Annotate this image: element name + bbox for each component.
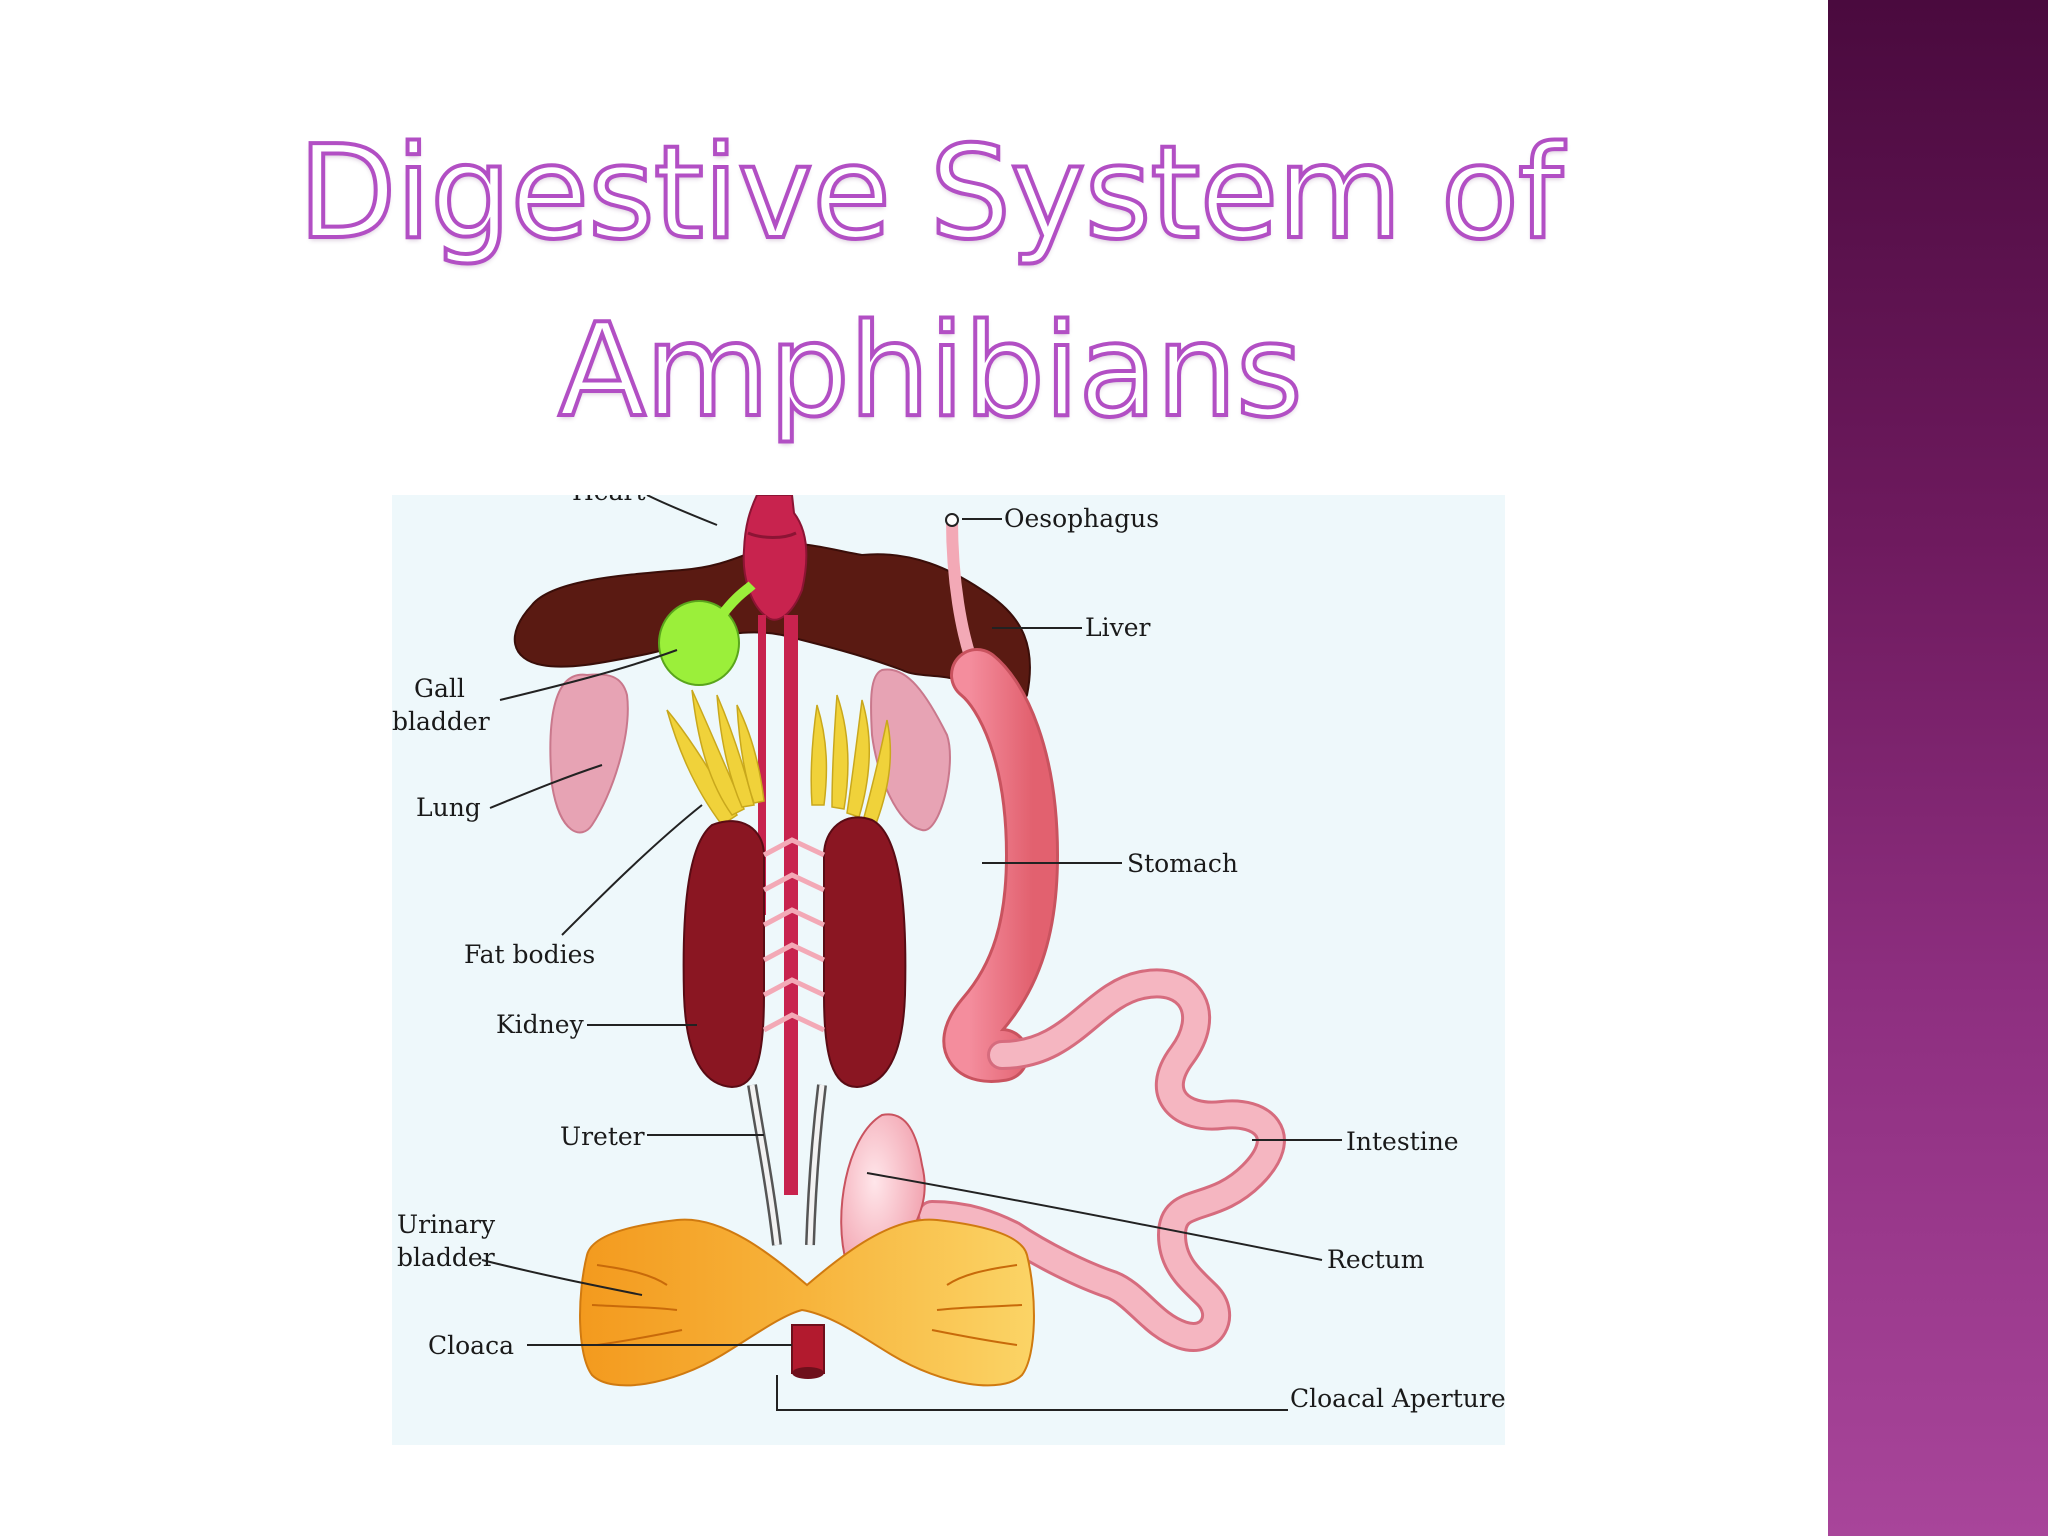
- label-fat-bodies: Fat bodies: [464, 940, 595, 969]
- urinary-bladder: [579, 1218, 1035, 1387]
- label-urinary-bladder-line1: Urinary: [397, 1210, 496, 1239]
- label-heart: Heart: [572, 495, 646, 506]
- label-lung: Lung: [416, 793, 481, 822]
- frog-anatomy-diagram: Heart Oesophagus Liver Gall bladder Lung…: [392, 495, 1505, 1445]
- label-stomach: Stomach: [1127, 849, 1238, 878]
- left-kidney: [682, 820, 765, 1089]
- heart-band: [747, 531, 797, 539]
- bladder-folds: [591, 1264, 1023, 1346]
- right-lung: [870, 668, 951, 832]
- left-lung: [549, 673, 629, 834]
- label-gall-bladder-line2: bladder: [392, 707, 490, 736]
- decorative-side-band: [1828, 0, 2048, 1536]
- fat-bodies-left: [666, 689, 765, 827]
- label-rectum: Rectum: [1327, 1245, 1425, 1274]
- dorsal-aorta: [784, 615, 798, 1195]
- leader-lines: [481, 495, 1342, 1411]
- heart: [742, 495, 808, 621]
- label-cloacal-aperture: Cloacal Aperture: [1290, 1384, 1505, 1413]
- right-kidney: [823, 816, 907, 1089]
- slide-title-line-2: Amphibians: [556, 295, 1304, 448]
- label-oesophagus: Oesophagus: [1004, 504, 1159, 533]
- label-kidney: Kidney: [496, 1010, 585, 1039]
- cloacal-aperture-opening: [792, 1367, 824, 1379]
- label-gall-bladder-line1: Gall: [414, 674, 465, 703]
- fat-bodies-right: [810, 694, 892, 830]
- slide-title-line-1: Digestive System of: [296, 117, 1565, 270]
- label-cloaca: Cloaca: [428, 1331, 514, 1360]
- slide-title: Digestive System of Amphibians: [40, 105, 1820, 461]
- label-intestine: Intestine: [1346, 1127, 1459, 1156]
- anatomy-illustration: Heart Oesophagus Liver Gall bladder Lung…: [392, 495, 1505, 1413]
- label-urinary-bladder-line2: bladder: [397, 1243, 495, 1272]
- cloaca: [791, 1324, 825, 1374]
- label-liver: Liver: [1085, 613, 1151, 642]
- gall-bladder: [658, 600, 740, 686]
- renal-vessels: [762, 837, 826, 1033]
- label-ureter: Ureter: [560, 1122, 645, 1151]
